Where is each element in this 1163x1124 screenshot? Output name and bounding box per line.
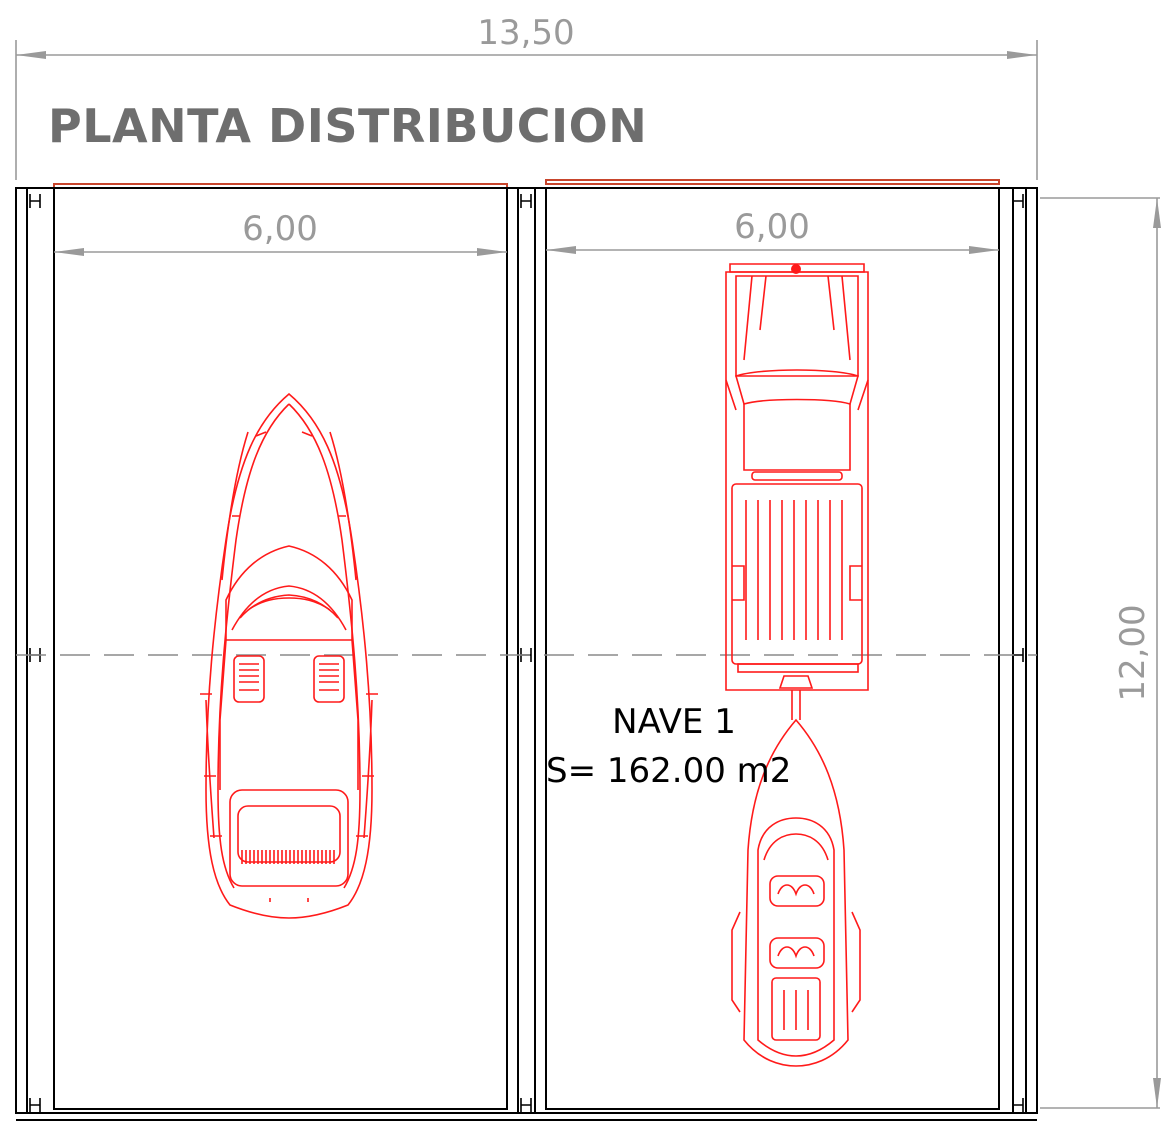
column-markers [29, 194, 1024, 1112]
room-area: S= 162.00 m2 [546, 751, 791, 791]
depth-label: 12,00 [1113, 604, 1153, 701]
building-walls [15, 187, 1038, 1121]
tow-bar [791, 690, 801, 720]
depth-dimension: 12,00 [1040, 197, 1161, 1109]
bay-right-width-label: 6,00 [734, 207, 810, 247]
pickup-truck-icon [725, 263, 869, 691]
room-name: NAVE 1 [612, 702, 736, 742]
roof-edge-right [545, 179, 1000, 185]
overall-width-label: 13,50 [477, 13, 574, 53]
overall-width-dimension: 13,50 [15, 13, 1038, 180]
bay-left-width-label: 6,00 [242, 209, 318, 249]
bay-left-dimension: 6,00 [54, 209, 507, 256]
boat-large-icon [200, 392, 378, 919]
drawing-title: PLANTA DISTRIBUCION [48, 99, 647, 153]
bay-right-dimension: 6,00 [546, 207, 999, 254]
boat-small-icon [731, 718, 861, 1067]
